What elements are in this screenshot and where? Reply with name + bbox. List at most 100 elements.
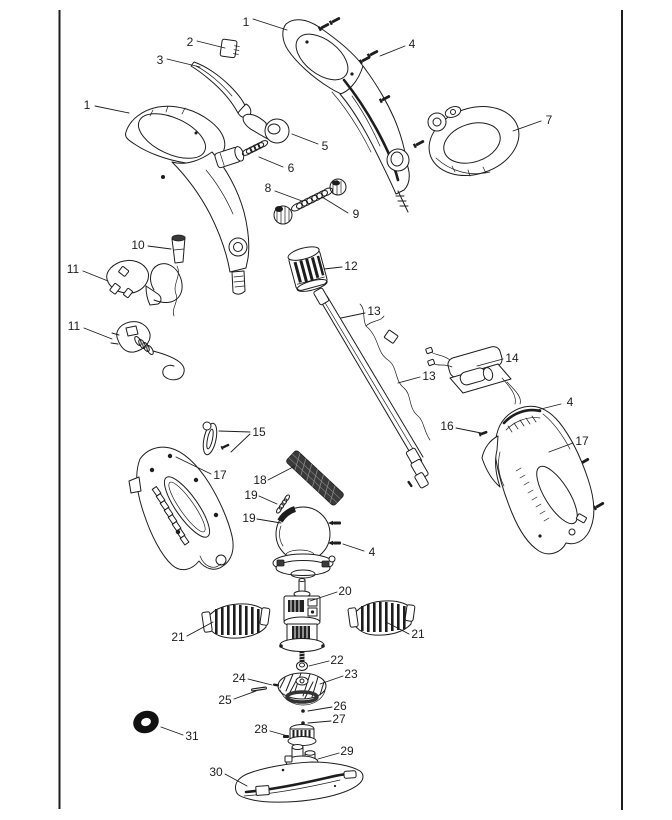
callout-label: 4 (409, 37, 416, 51)
callout-17b: 17 (548, 434, 589, 453)
callout-label: 15 (252, 425, 266, 439)
callout-16: 16 (440, 419, 482, 434)
callout-11a: 11 (67, 262, 109, 282)
part-8-9-spring-assembly (273, 178, 347, 225)
callout-label: 31 (185, 729, 199, 743)
callout-label: 11 (67, 262, 80, 276)
part-24-pin (272, 683, 280, 687)
callout-1b: 1 (84, 98, 130, 114)
callout-label: 24 (232, 671, 246, 685)
callout-31: 31 (160, 726, 199, 743)
callout-label: 21 (171, 630, 185, 644)
part-15-clip (202, 421, 230, 456)
part-23-fan (277, 672, 327, 706)
part-21-vent-cover-right (347, 600, 416, 636)
callout-4b: 4 (536, 395, 574, 411)
part-13-shaft-tube (313, 287, 431, 489)
callout-11b: 11 (68, 319, 113, 340)
callout-24: 24 (232, 671, 273, 686)
callout-28: 28 (254, 722, 289, 737)
callout-label: 4 (567, 395, 574, 409)
part-21-vent-cover-left (201, 603, 271, 639)
callout-label: 4 (369, 545, 376, 559)
callout-13a: 13 (340, 304, 381, 319)
callout-label: 26 (333, 699, 347, 713)
callout-label: 7 (546, 113, 553, 127)
callout-14: 14 (476, 351, 519, 367)
callout-19b: 19 (242, 511, 282, 525)
callout-label: 22 (330, 653, 344, 667)
part-20-motor (279, 578, 325, 664)
callout-label: 3 (157, 53, 164, 67)
part-11-power-cord-a (106, 259, 183, 306)
callout-9: 9 (321, 196, 360, 221)
part-6-spring-pin (214, 140, 269, 169)
callout-12: 12 (323, 259, 358, 273)
callout-label: 11 (68, 319, 81, 333)
part-28-hub (283, 724, 317, 746)
callout-1a: 1 (243, 15, 288, 31)
callout-label: 13 (367, 304, 381, 318)
callout-21b: 21 (385, 621, 425, 641)
callout-8: 8 (265, 181, 303, 202)
part-1-upper-housing-left (125, 105, 250, 295)
part-17-head-housing-right (481, 405, 595, 555)
part-12-vented-coupler (287, 246, 328, 292)
part-2-lockoff-button (219, 38, 240, 59)
callout-13b: 13 (397, 369, 436, 384)
callout-label: 16 (440, 419, 454, 433)
callout-label: 20 (338, 584, 352, 598)
callout-label: 21 (411, 627, 425, 641)
callout-23: 23 (319, 667, 358, 685)
part-25-pin (251, 686, 267, 692)
callout-label: 9 (353, 207, 360, 221)
callout-label: 19 (244, 488, 258, 502)
callout-label: 6 (288, 161, 295, 175)
callout-17a: 17 (175, 456, 227, 482)
callout-20: 20 (309, 584, 352, 602)
callout-label: 8 (265, 181, 272, 195)
part-14-switch-assembly (425, 346, 521, 405)
part-11-power-cord-b (110, 321, 185, 381)
part-22-nut (296, 661, 308, 671)
part-31-ring (133, 710, 159, 734)
callout-label: 30 (209, 765, 223, 779)
callout-label: 29 (340, 744, 354, 758)
callout-label: 28 (254, 722, 268, 736)
callout-label: 17 (575, 434, 589, 448)
callout-5: 5 (291, 133, 329, 153)
callout-7: 7 (512, 113, 553, 132)
part-27-ball (301, 721, 305, 725)
part-19-ball-housing (272, 506, 336, 579)
callout-26: 26 (307, 699, 347, 713)
part-1-upper-housing-right (282, 19, 410, 213)
callout-label: 25 (218, 693, 232, 707)
part-30-base-housing (235, 761, 364, 803)
callout-30: 30 (209, 765, 248, 787)
callout-2: 2 (187, 35, 226, 49)
callout-label: 12 (344, 259, 358, 273)
callout-label: 19 (242, 511, 256, 525)
callout-label: 23 (344, 667, 358, 681)
callout-27: 27 (307, 712, 346, 726)
callout-label: 5 (322, 139, 329, 153)
part-26-ball (301, 709, 305, 713)
callout-18: 18 (253, 465, 296, 487)
callout-19a: 19 (244, 488, 278, 505)
callout-label: 2 (187, 35, 194, 49)
callout-3: 3 (157, 53, 201, 68)
callout-29: 29 (317, 744, 354, 760)
callouts: 1 2 3 4 1 7 5 6 8 9 10 11 12 11 13 13 14… (67, 15, 589, 787)
callout-label: 1 (84, 98, 91, 112)
part-3-switch-lever (190, 61, 252, 118)
callout-10: 10 (131, 238, 172, 252)
part-17-head-housing-left (128, 446, 234, 571)
part-18-grip-pad (286, 450, 344, 506)
part-10-cord-sleeve (171, 234, 186, 317)
callout-6: 6 (258, 156, 295, 175)
part-5-clamp-lever (242, 113, 290, 144)
callout-label: 18 (253, 473, 267, 487)
part-16-screw (478, 430, 488, 437)
